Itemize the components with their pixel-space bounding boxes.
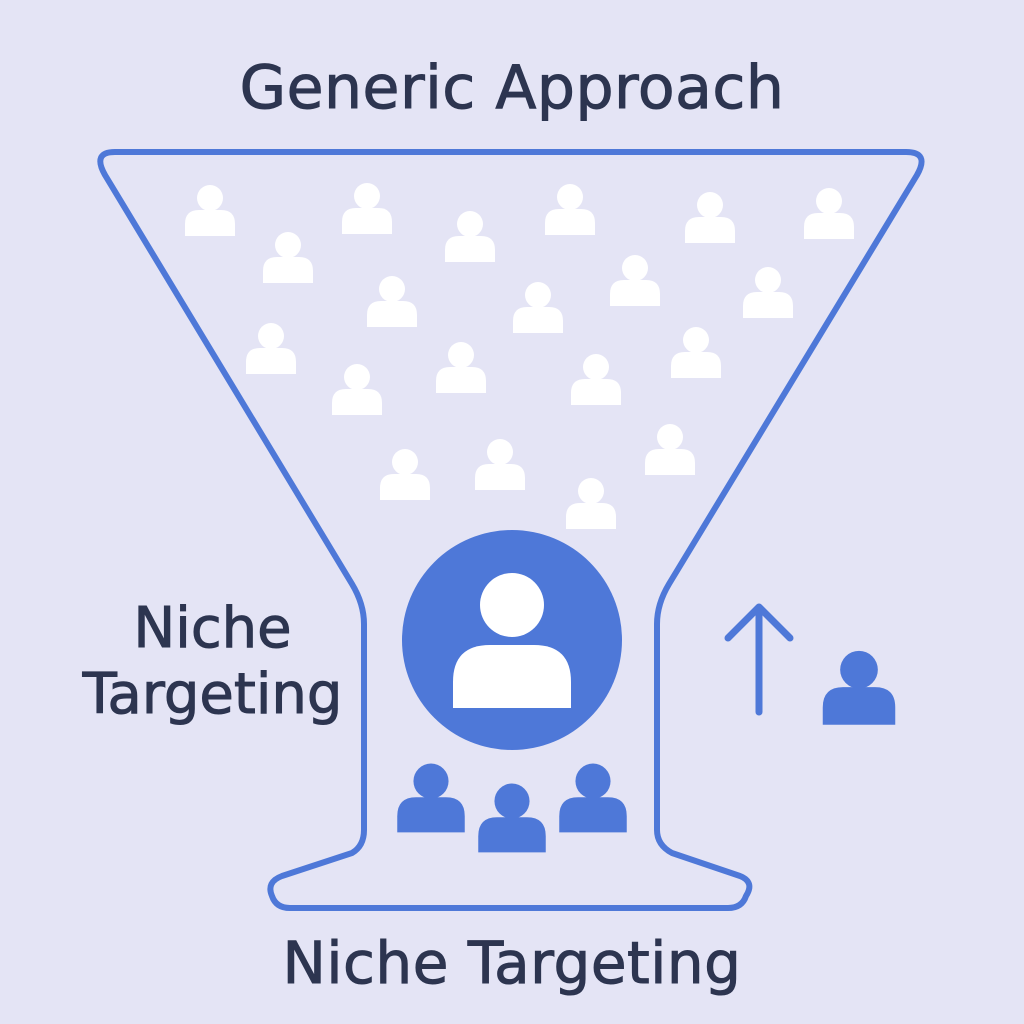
group-person-icon [478,783,546,853]
person-icon [671,327,721,378]
arrow-up-icon [724,603,794,716]
person-icon [436,342,486,393]
person-icon [822,650,896,725]
person-icon [513,282,563,333]
niche-targeting-title: Niche Targeting [282,929,742,998]
generic-approach-title: Generic Approach [239,53,785,124]
person-icon [571,354,621,405]
person-icon [367,276,417,327]
group-person-icon [397,763,465,833]
side-label-line-1: Niche [133,596,292,662]
person-icon [246,323,296,374]
person-icon [380,449,430,500]
person-icon [743,267,793,318]
focused-person-icon [402,530,622,750]
person-icon [185,185,235,236]
group-person-icon [559,763,627,833]
person-icon [804,188,854,239]
person-icon [545,184,595,235]
person-icon [475,439,525,490]
side-label-line-2: Targeting [82,662,343,728]
niche-targeting-side-label: Niche Targeting [40,596,385,728]
person-icon [263,232,313,283]
funnel-outline [97,149,925,911]
person-icon [332,364,382,415]
person-icon [445,211,495,262]
person-icon [685,192,735,243]
person-icon [645,424,695,475]
person-icon [610,255,660,306]
person-icon [342,183,392,234]
person-icon [566,478,616,529]
